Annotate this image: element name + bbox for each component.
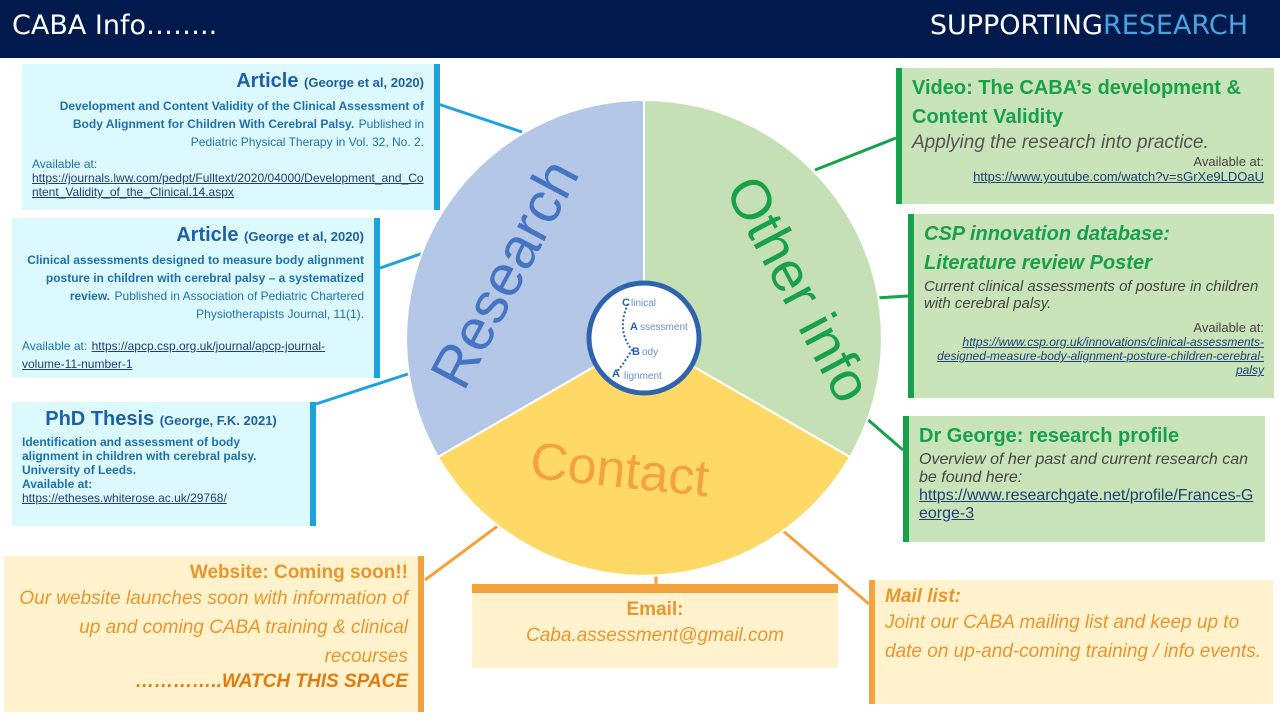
video-available: Available at: bbox=[1193, 154, 1264, 169]
video-title: Video: The CABA’s development & Content … bbox=[912, 77, 1241, 128]
logo-word-b: ody bbox=[642, 347, 658, 358]
brand-title: SUPPORTINGRESEARCH bbox=[930, 10, 1248, 41]
logo-letter-b: B bbox=[632, 346, 640, 358]
connector-mail bbox=[781, 528, 870, 606]
logo-ring bbox=[586, 280, 702, 396]
article2-title: Article bbox=[176, 224, 239, 246]
logo-letter-a: A bbox=[630, 321, 638, 333]
website-card: Website: Coming soon!! Our website launc… bbox=[4, 556, 424, 712]
article2-published: Published in Association of Pediatric Ch… bbox=[114, 289, 364, 321]
logo-word-a: ssessment bbox=[640, 322, 688, 333]
article2-link[interactable]: https://apcp.csp.org.uk/journal/apcp-jou… bbox=[22, 339, 326, 371]
connector-csp bbox=[875, 294, 909, 300]
wheel-segment-other bbox=[643, 98, 883, 459]
article2-available: Available at: bbox=[22, 339, 88, 353]
connector-thesis bbox=[315, 370, 415, 406]
csp-available: Available at: bbox=[1193, 320, 1264, 335]
logo-letter-c: C bbox=[622, 297, 630, 309]
profile-link[interactable]: https://www.researchgate.net/profile/Fra… bbox=[919, 487, 1254, 522]
website-text: Our website launches soon with informati… bbox=[19, 588, 408, 667]
header-bar: CABA Info…….. SUPPORTINGRESEARCH bbox=[0, 0, 1280, 58]
article1-link[interactable]: https://journals.lww.com/pedpt/Fulltext/… bbox=[32, 171, 424, 199]
thesis-available: Available at: bbox=[22, 477, 93, 491]
connector-article1 bbox=[437, 102, 523, 134]
article1-cite: (George et al, 2020) bbox=[304, 75, 424, 90]
logo-spine-icon bbox=[615, 303, 634, 373]
website-watch: WATCH THIS SPACE bbox=[221, 671, 408, 692]
brand-part2: RESEARCH bbox=[1102, 10, 1248, 41]
mail-title: Mail list: bbox=[885, 586, 962, 607]
thesis-title: PhD Thesis bbox=[45, 408, 155, 430]
csp-link[interactable]: https://www.csp.org.uk/innovations/clini… bbox=[937, 335, 1264, 377]
profile-title: Dr George: research profile bbox=[919, 425, 1180, 447]
article1-title: Article bbox=[236, 70, 299, 92]
website-watch-dots: ………….. bbox=[135, 671, 222, 692]
csp-text: Current clinical assessments of posture … bbox=[924, 278, 1259, 312]
article1-published: Published in Pediatric Physical Therapy … bbox=[190, 117, 424, 149]
mail-card: Mail list: Joint our CABA mailing list a… bbox=[869, 580, 1273, 704]
thesis-bold: Identification and assessment of body al… bbox=[22, 435, 257, 477]
logo-word-a2: lignment bbox=[624, 371, 662, 382]
wheel-segment-contact bbox=[436, 336, 852, 577]
logo-word-c: linical bbox=[631, 298, 656, 309]
article1-card: Article (George et al, 2020) Development… bbox=[22, 64, 440, 210]
connector-profile bbox=[865, 416, 904, 452]
website-title: Website: Coming soon!! bbox=[189, 562, 408, 583]
mail-text: Joint our CABA mailing list and keep up … bbox=[885, 612, 1262, 662]
email-title: Email: bbox=[626, 599, 684, 620]
csp-title: CSP innovation database: Literature revi… bbox=[924, 223, 1170, 274]
brand-part1: SUPPORTING bbox=[929, 10, 1103, 41]
csp-card: CSP innovation database: Literature revi… bbox=[908, 214, 1274, 398]
logo-letter-a2: A bbox=[612, 368, 620, 380]
profile-text: Overview of her past and current researc… bbox=[919, 451, 1249, 486]
wheel-segment-research bbox=[405, 98, 645, 459]
video-card: Video: The CABA’s development & Content … bbox=[896, 68, 1274, 204]
article1-bold: Development and Content Validity of the … bbox=[59, 99, 424, 131]
thesis-cite: (George, F.K. 2021) bbox=[159, 413, 277, 428]
email-card: Email: Caba.assessment@gmail.com bbox=[472, 584, 838, 668]
page-title: CABA Info…….. bbox=[12, 10, 218, 41]
email-address[interactable]: Caba.assessment@gmail.com bbox=[526, 625, 784, 646]
connector-video bbox=[814, 136, 897, 172]
video-link[interactable]: https://www.youtube.com/watch?v=sGrXe9LD… bbox=[973, 169, 1264, 184]
video-subtitle: Applying the research into practice. bbox=[912, 132, 1209, 153]
article1-available: Available at: bbox=[32, 157, 98, 171]
thesis-link[interactable]: https://etheses.whiterose.ac.uk/29768/ bbox=[22, 491, 227, 505]
connector-website bbox=[424, 520, 504, 582]
article2-cite: (George et al, 2020) bbox=[244, 229, 364, 244]
thesis-card: PhD Thesis (George, F.K. 2021) Identific… bbox=[12, 402, 316, 526]
profile-card: Dr George: research profile Overview of … bbox=[903, 416, 1265, 542]
article2-card: Article (George et al, 2020) Clinical as… bbox=[12, 218, 380, 378]
article2-bold: Clinical assessments designed to measure… bbox=[27, 253, 364, 303]
